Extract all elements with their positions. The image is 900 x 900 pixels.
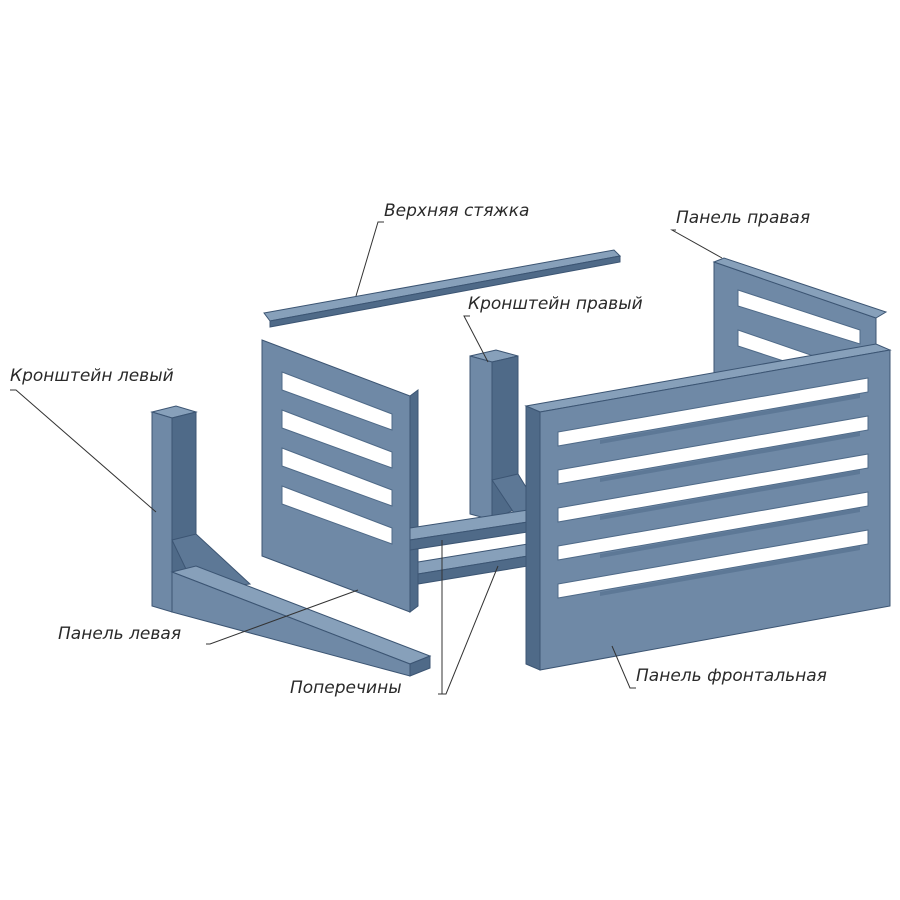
- leader-top-tie: [355, 221, 384, 297]
- leader-lines: [10, 221, 723, 695]
- leader-crossbar-b: [438, 565, 499, 695]
- leader-front-panel: [611, 645, 636, 689]
- right-bracket-part: [469, 349, 541, 521]
- left-bracket-part: [150, 405, 432, 677]
- label-crossbars: Поперечины: [290, 678, 402, 698]
- label-front-panel: Панель фронтальная: [636, 666, 827, 686]
- leader-right-panel: [670, 229, 723, 259]
- crossbars-part: [409, 509, 529, 585]
- label-top-tie: Верхняя стяжка: [384, 201, 530, 221]
- label-left-bracket: Кронштейн левый: [10, 366, 174, 386]
- left-panel-part: [261, 339, 419, 613]
- label-left-panel: Панель левая: [58, 624, 182, 644]
- top-tie-part: [263, 249, 622, 328]
- leader-right-bracket: [463, 315, 489, 363]
- label-right-panel: Панель правая: [676, 208, 811, 228]
- leader-left-panel: [206, 589, 359, 645]
- front-panel-part: [524, 343, 892, 671]
- leader-left-bracket: [10, 389, 157, 513]
- label-right-bracket: Кронштейн правый: [468, 294, 643, 314]
